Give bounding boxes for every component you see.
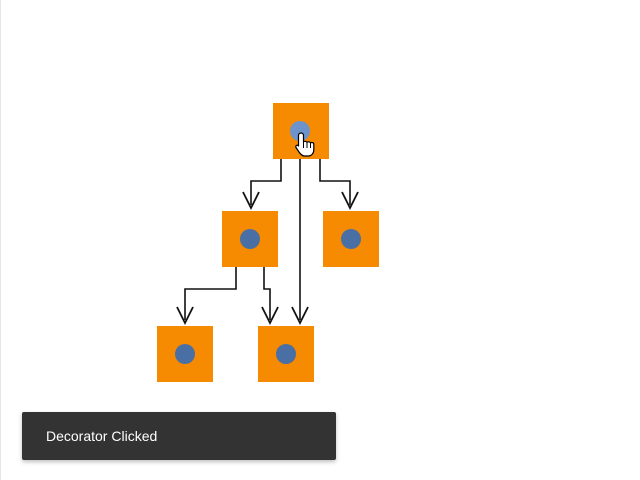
node-grandchild-middle-decorator[interactable] xyxy=(276,344,296,364)
arrowhead xyxy=(341,191,359,211)
arrowhead xyxy=(242,191,260,211)
node-grandchild-middle[interactable] xyxy=(258,326,314,382)
node-root-decorator[interactable] xyxy=(290,121,310,141)
node-grandchild-left[interactable] xyxy=(157,326,213,382)
node-child-right-decorator[interactable] xyxy=(341,229,361,249)
toast-message: Decorator Clicked xyxy=(46,428,158,444)
edge-root-to-child-right[interactable] xyxy=(319,159,351,205)
node-grandchild-left-decorator[interactable] xyxy=(175,344,195,364)
diagram-canvas[interactable] xyxy=(1,0,640,400)
arrowhead xyxy=(261,306,279,326)
arrowhead xyxy=(176,306,194,326)
edges xyxy=(176,159,359,326)
edge-root-to-child-left[interactable] xyxy=(250,159,282,205)
arrowhead xyxy=(291,306,309,326)
edge-child-left-to-grandchild-middle[interactable] xyxy=(263,267,271,320)
hand-pointer-icon xyxy=(295,132,315,157)
node-child-left-decorator[interactable] xyxy=(240,229,260,249)
toast-notification: Decorator Clicked xyxy=(22,412,336,460)
node-child-left[interactable] xyxy=(222,211,278,267)
edge-child-left-to-grandchild-left[interactable] xyxy=(184,267,237,320)
node-child-right[interactable] xyxy=(323,211,379,267)
